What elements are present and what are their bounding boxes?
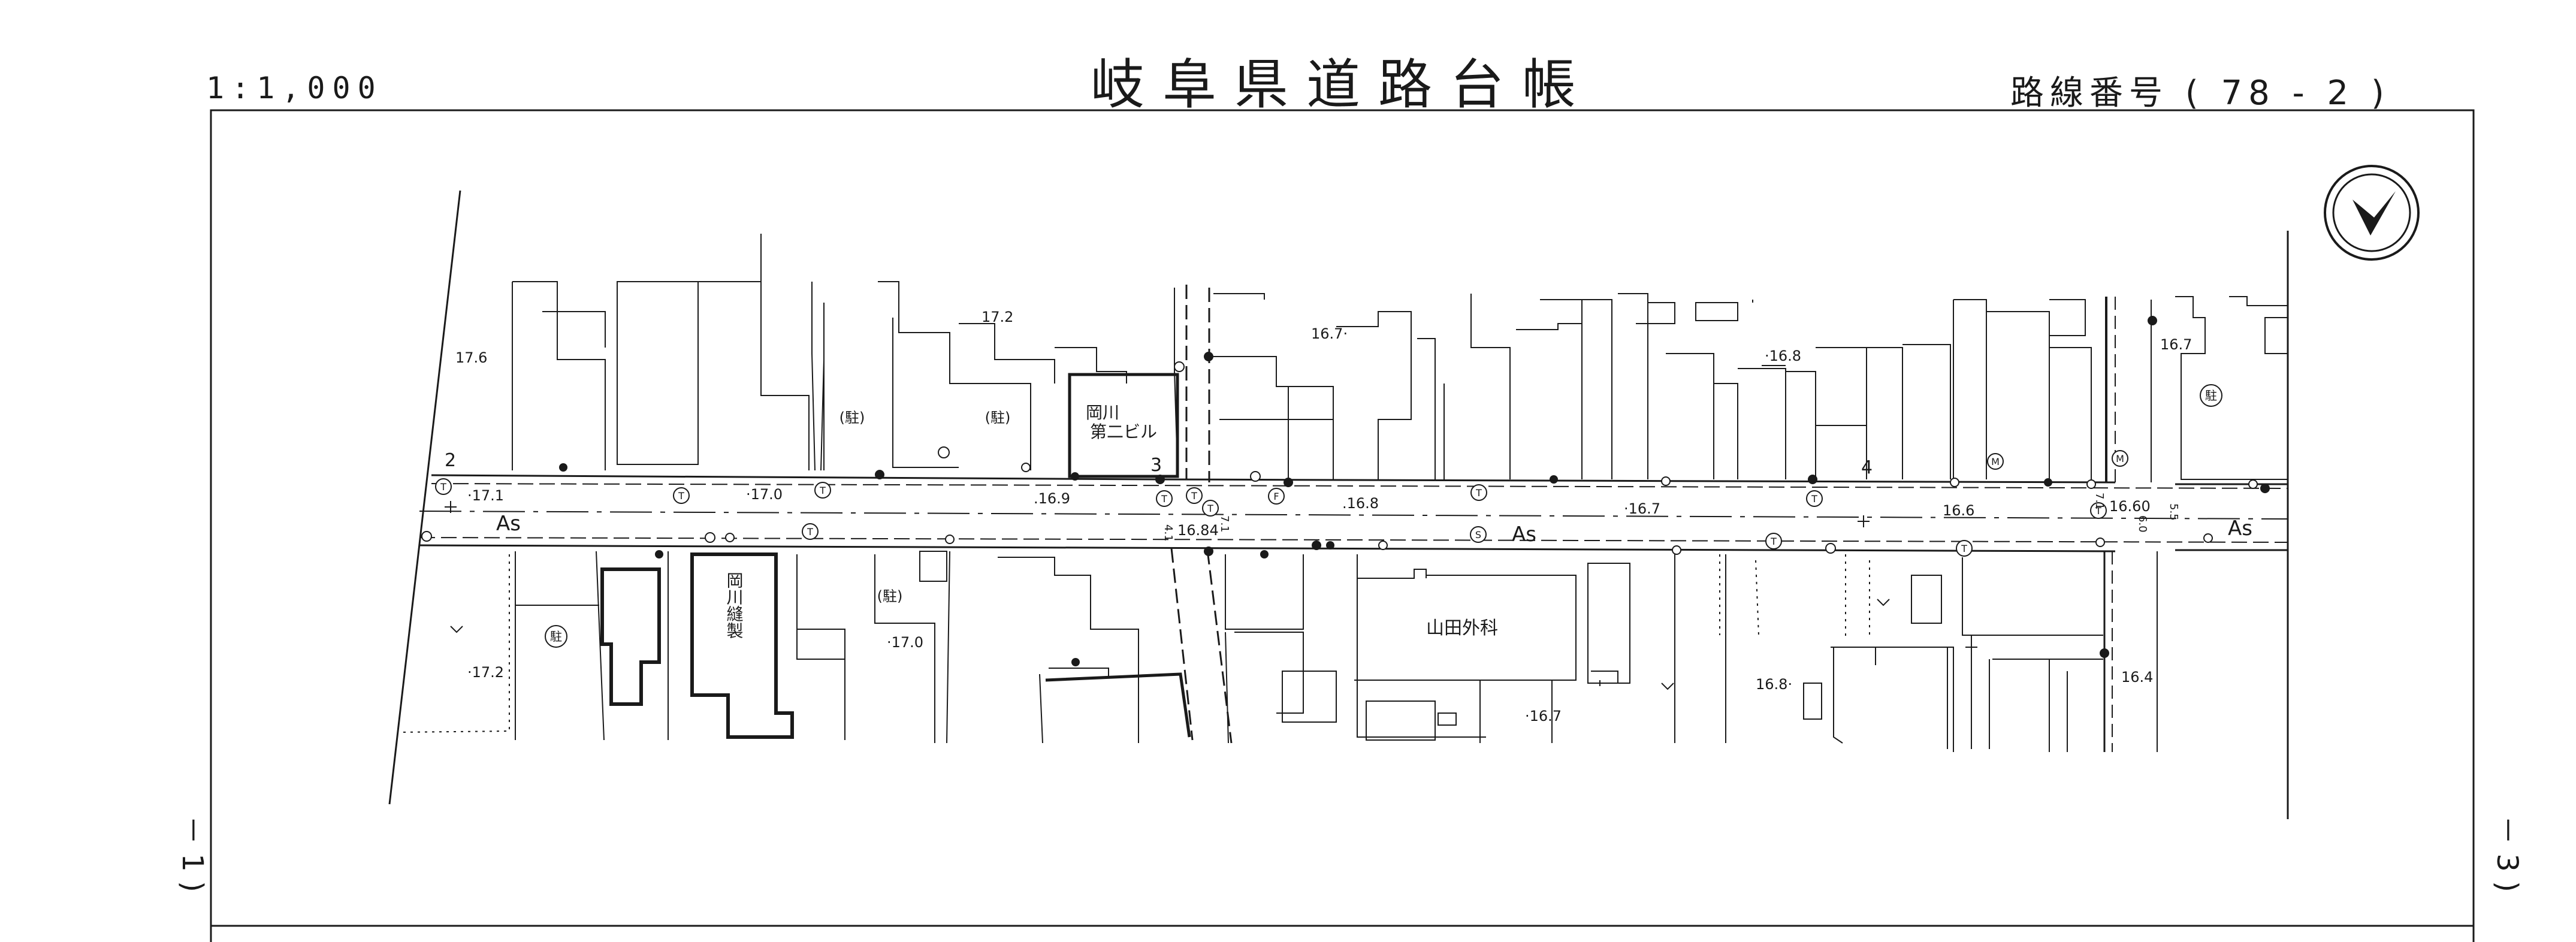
svg-text:16.7: 16.7 [2160,336,2192,353]
svg-text:T: T [678,490,684,502]
telephone-pole-icon: T [2090,502,2107,519]
utility-points [559,316,2270,666]
svg-text:7.1: 7.1 [2093,493,2106,510]
telephone-pole-icon: T [435,478,452,495]
road-width-labels: 4.1 7.1 7.1 6.0 5.5 [1162,493,2180,542]
svg-text:·17.1: ·17.1 [467,487,504,504]
open-points [421,361,2258,555]
svg-text:As: As [496,512,521,536]
telephone-pole-icon: T [1156,490,1173,507]
svg-text:S: S [1475,529,1481,541]
elevation-labels: 17.6 17.2 16.7· ·16.8 16.7 ·17.1 ·17.0 .… [455,309,2192,724]
svg-text:4: 4 [1861,457,1873,478]
svg-text:駐: 駐 [550,629,562,644]
svg-text:.16.9: .16.9 [1034,490,1070,507]
telephone-pole-icon: T [1470,484,1487,501]
svg-text:T: T [1475,487,1482,499]
parking-circle-icons: 駐 駐 [545,384,2222,648]
telephone-pole-icon: T [1765,533,1782,550]
okagawa-housei-label: 岡川縫製 [724,572,744,639]
vegetation-marks [450,599,1890,690]
svg-text:As: As [2228,517,2252,541]
route-number-label: 路線番号 [2010,74,2169,113]
svg-text:17.6: 17.6 [455,349,487,366]
page-title: 岐阜県道路台帳 [1091,53,1594,116]
svg-text:駐: 駐 [2205,388,2217,403]
svg-text:T: T [1191,490,1197,502]
telephone-pole-icon: T [1186,487,1203,504]
building-label-yamada-geka: 山田外科 [1426,618,1498,639]
svg-text:T: T [807,526,813,538]
property-lines [398,554,1870,733]
svg-text:16.84: 16.84 [1177,522,1219,539]
svg-text:.16.8: .16.8 [1342,495,1379,512]
svg-text:·17.0: ·17.0 [746,486,783,503]
north-arrow-icon [2324,165,2420,261]
svg-text:16.6: 16.6 [1943,502,1974,519]
building-label-okagawa-daini-2: 第二ビル [1090,422,1157,442]
svg-text:·16.7: ·16.7 [1525,708,1562,724]
svg-text:2: 2 [445,450,456,471]
parking-label: (駐) [877,588,903,605]
water-valve-icon: S [1470,526,1487,543]
svg-text:17.2: 17.2 [982,309,1013,325]
parking-label: (駐) [985,409,1011,426]
map-frame [210,109,2475,942]
svg-text:T: T [1770,536,1777,547]
svg-text:16.4: 16.4 [2121,669,2153,686]
svg-text:6.0: 6.0 [2136,515,2149,533]
svg-text:T: T [819,485,826,496]
svg-text:T: T [1811,493,1817,505]
svg-text:·16.8: ·16.8 [1765,348,1801,364]
svg-text:T: T [440,481,446,493]
featured-buildings [600,552,1191,739]
svg-text:·17.0: ·17.0 [887,634,923,651]
svg-text:16.8·: 16.8· [1756,676,1792,693]
buildings-south [515,551,2103,752]
telephone-pole-icon: T [1806,490,1823,507]
building-labels: 岡川 第二ビル 山田外科 (駐) (駐) (駐) [839,403,1498,639]
svg-text:岡川縫製: 岡川縫製 [724,572,744,639]
svg-text:·17.2: ·17.2 [467,664,504,681]
manhole-icon: M [1987,453,2004,470]
svg-text:M: M [2116,453,2124,464]
telephone-pole-icon: T [802,523,819,540]
svg-text:4.1: 4.1 [1162,524,1174,542]
telephone-pole-icon: T [673,487,690,504]
fire-hydrant-icon: F [1268,488,1285,505]
svg-text:T: T [2095,505,2101,517]
telephone-pole-icon: T [1202,500,1219,517]
svg-text:3: 3 [1150,455,1162,476]
survey-crosses [445,501,1870,527]
utility-symbols: T T T T T T T T T T T T S F M M [435,450,2128,557]
station-numbers: 2 3 4 [445,450,1873,478]
svg-text:As: As [1512,523,1536,547]
manhole-icon: M [2112,450,2128,467]
svg-text:T: T [1161,493,1167,505]
surface-labels: As As As [496,512,2252,547]
svg-text:·16.7: ·16.7 [1624,500,1660,517]
svg-text:16.7·: 16.7· [1311,325,1348,342]
svg-text:16.60: 16.60 [2109,498,2151,515]
svg-text:M: M [1991,456,2000,467]
survey-boundaries [388,190,2289,819]
telephone-pole-icon: T [814,482,831,499]
route-number-value: ( 78 - 2 ) [2185,74,2390,113]
svg-text:T: T [1961,543,1967,554]
svg-text:F: F [1273,491,1279,502]
building-label-okagawa-daini-1: 岡川 [1086,403,1119,422]
parking-label: (駐) [839,409,865,426]
scale-label: 1:1,000 [206,71,383,105]
route-number: 路線番号 ( 78 - 2 ) [2010,66,2390,114]
telephone-pole-icon: T [1956,540,1973,557]
buildings-north [512,234,2288,480]
road-outline [419,285,2288,752]
svg-text:T: T [1207,503,1213,514]
svg-text:5.5: 5.5 [2167,503,2180,521]
svg-text:7.1: 7.1 [1218,515,1231,533]
